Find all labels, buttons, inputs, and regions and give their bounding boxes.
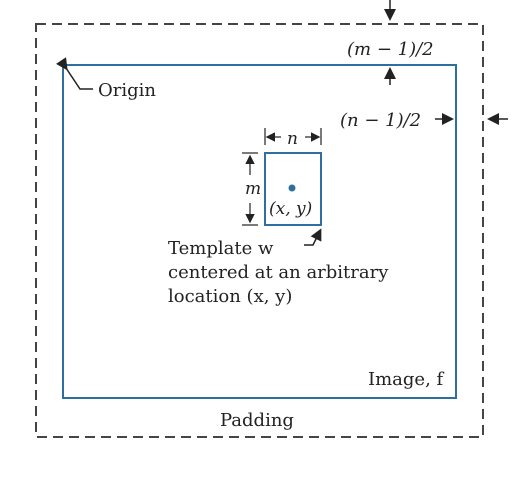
template-caption-line-2: centered at an arbitrary [168,262,389,283]
padding-label: Padding [220,410,294,431]
template-center-dot [288,184,296,192]
image-label: Image, f [368,369,445,390]
template-caption-line-3: location (x, y) [168,286,292,307]
m-minus-one-over-two-label: (m − 1)/2 [347,39,434,60]
template-center-label: (x, y) [269,199,312,219]
template-width-label: n [287,129,298,149]
template-window [264,152,322,226]
image-boundary [62,64,457,399]
template-pointer-arrow-icon [304,228,322,246]
template-height-label: m [245,179,261,199]
template-caption-line-1: Template w [168,238,274,259]
origin-label: Origin [98,80,156,101]
origin-arrow-icon [56,57,93,90]
padding-boundary [35,23,484,438]
n-minus-one-over-two-label: (n − 1)/2 [340,110,421,131]
